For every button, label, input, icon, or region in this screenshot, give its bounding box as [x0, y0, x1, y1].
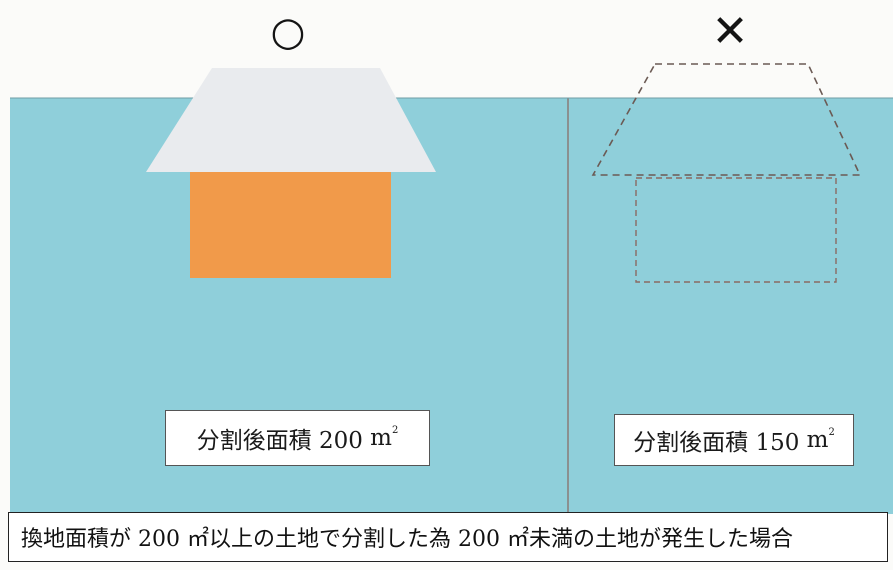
area-unit: m	[370, 425, 392, 451]
lot-area-text: 分割後面積 200	[196, 428, 363, 454]
lot-area-label-right: 分割後面積 150 m2	[614, 414, 854, 466]
house-roof-dashed	[591, 63, 862, 176]
house-body-dashed	[635, 177, 837, 283]
diagram-caption: 換地面積が 200 ㎡以上の土地で分割した為 200 ㎡未満の土地が発生した場合	[8, 512, 888, 562]
house-roof-solid	[146, 68, 436, 172]
house-body-solid	[190, 172, 391, 278]
lot-area-text: 分割後面積 150	[633, 430, 800, 456]
ng-mark-icon: ✕	[711, 6, 749, 57]
area-unit-exponent: 2	[828, 427, 835, 438]
ok-mark-icon: ○	[270, 9, 306, 55]
area-unit: m	[806, 427, 829, 453]
area-unit-exponent: 2	[391, 425, 399, 436]
lot-area-label-left: 分割後面積 200 m2	[165, 410, 430, 466]
